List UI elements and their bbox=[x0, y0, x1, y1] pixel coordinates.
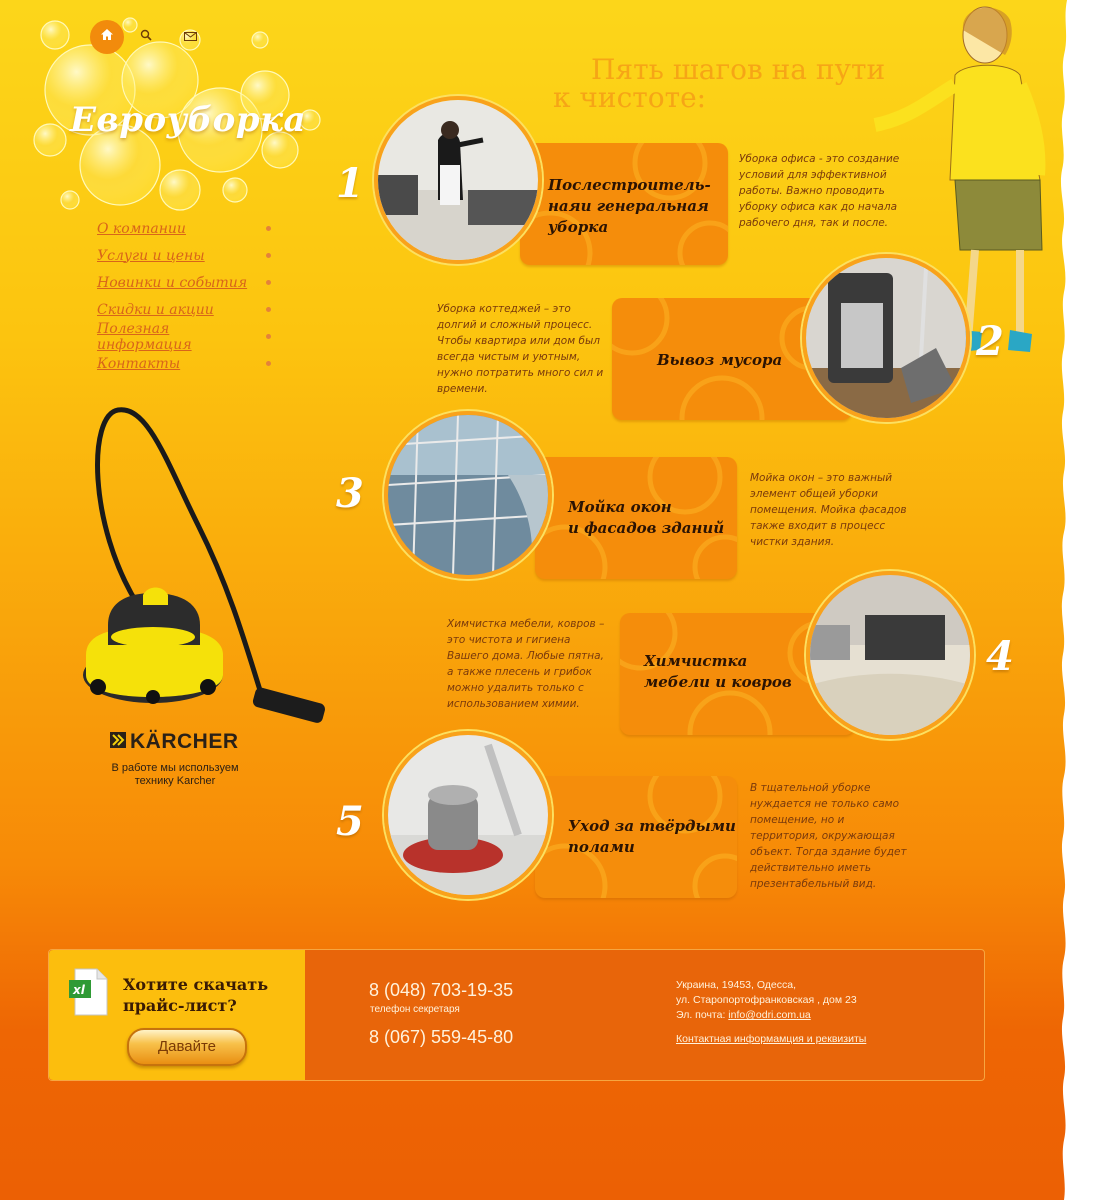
step-description: Уборка офиса - это создание условий для … bbox=[739, 153, 900, 229]
email-line: Эл. почта: info@odri.com.ua bbox=[676, 1009, 811, 1021]
rings-decoration bbox=[535, 776, 737, 898]
karcher-emblem-icon bbox=[110, 730, 126, 754]
step-description: В тщательной уборке нуждается не только … bbox=[750, 782, 907, 890]
nav-link[interactable]: Новинки и события bbox=[97, 274, 248, 291]
page-title: Пять шагов на пути к чистоте: bbox=[553, 53, 886, 114]
step-description: Химчистка мебели, ковров – это чистота и… bbox=[447, 618, 605, 710]
karcher-caption: В работе мы используем технику Karcher bbox=[111, 762, 239, 787]
nav-link[interactable]: Контакты bbox=[97, 355, 181, 372]
vacuum-cleaner-image bbox=[83, 407, 325, 723]
rings-decoration bbox=[520, 143, 728, 265]
address-block: Украина, 19453, Одесса, ул. Старопортофр… bbox=[676, 979, 857, 1021]
nav-link[interactable]: Скидки и акции bbox=[97, 301, 214, 318]
bullet-icon bbox=[266, 280, 271, 285]
nav-link[interactable]: О компании bbox=[97, 220, 186, 237]
home-button[interactable] bbox=[90, 20, 124, 54]
step-number: 2 bbox=[976, 318, 1004, 365]
step-title: Мойка окон и фасадов зданий bbox=[568, 498, 725, 537]
nav-item-about: О компании bbox=[97, 215, 277, 242]
step-title: Послестроитель- наяи генеральная уборка bbox=[548, 176, 711, 236]
step-card-3[interactable]: Мойка окон и фасадов зданий bbox=[535, 457, 737, 579]
bullet-icon bbox=[266, 307, 271, 312]
home-icon bbox=[100, 28, 114, 46]
karcher-logo: KÄRCHER bbox=[110, 730, 239, 754]
step-photo-5 bbox=[384, 731, 552, 899]
nav-item-discounts: Скидки и акции bbox=[97, 296, 277, 323]
rings-decoration bbox=[535, 457, 737, 579]
step-number: 5 bbox=[336, 798, 364, 845]
bullet-icon bbox=[266, 361, 271, 366]
step-photo-2 bbox=[802, 254, 970, 422]
woman-illustration bbox=[873, 6, 1046, 352]
download-price-button[interactable]: Давайте bbox=[127, 1028, 247, 1066]
step-number: 1 bbox=[336, 160, 364, 207]
step-photo-3 bbox=[384, 411, 552, 579]
step-title: Уход за твёрдыми полами bbox=[568, 817, 736, 856]
step-description: Мойка окон – это важный элемент общей уб… bbox=[750, 472, 907, 548]
step-photo-1 bbox=[374, 96, 542, 264]
step-card-1[interactable]: Послестроитель- наяи генеральная уборка bbox=[520, 143, 728, 265]
footer-panel: xl Хотите скачать прайс-лист? Давайте 8 … bbox=[48, 949, 985, 1081]
price-list-box: xl Хотите скачать прайс-лист? Давайте bbox=[49, 950, 305, 1080]
svg-text:xl: xl bbox=[72, 983, 86, 997]
nav-link[interactable]: Услуги и цены bbox=[97, 247, 205, 264]
phone-1-label: телефон секретаря bbox=[370, 1004, 460, 1015]
step-title: Вывоз мусора bbox=[657, 351, 783, 369]
excel-file-icon[interactable]: xl bbox=[69, 968, 109, 1016]
top-icon-bar bbox=[90, 20, 212, 54]
nav-item-news: Новинки и события bbox=[97, 269, 277, 296]
search-icon bbox=[140, 28, 152, 46]
step-card-5[interactable]: Уход за твёрдыми полами bbox=[535, 776, 737, 898]
phone-1: 8 (048) 703-19-35 bbox=[369, 980, 514, 1000]
step-title: Химчистка мебели и ковров bbox=[644, 652, 792, 691]
mail-icon bbox=[183, 28, 197, 46]
nav-item-info: Полезная информация bbox=[97, 320, 277, 353]
nav-item-contacts: Контакты bbox=[97, 350, 277, 377]
main-nav: О компании Услуги и цены Новинки и событ… bbox=[97, 215, 277, 377]
site-logo[interactable]: Евроуборка bbox=[70, 100, 307, 140]
nav-item-services: Услуги и цены bbox=[97, 242, 277, 269]
price-list-title: Хотите скачать прайс-лист? bbox=[123, 975, 269, 1015]
bubbles-decoration bbox=[33, 17, 321, 211]
contact-info-block: Контактная информамция и реквизиты bbox=[676, 1032, 866, 1047]
email-link[interactable]: info@odri.com.ua bbox=[728, 1009, 811, 1021]
search-button[interactable] bbox=[124, 20, 168, 54]
bullet-icon bbox=[266, 253, 271, 258]
torn-paper-edge bbox=[1055, 0, 1100, 1200]
contact-info-link[interactable]: Контактная информамция и реквизиты bbox=[676, 1033, 867, 1045]
phone-2: 8 (067) 559-45-80 bbox=[369, 1027, 514, 1047]
nav-link[interactable]: Полезная информация bbox=[97, 320, 192, 353]
step-photo-4 bbox=[806, 571, 974, 739]
step-description: Уборка коттеджей – это долгий и сложный … bbox=[437, 303, 604, 395]
bullet-icon bbox=[266, 226, 271, 231]
step-number: 4 bbox=[986, 633, 1014, 680]
mail-button[interactable] bbox=[168, 20, 212, 54]
step-number: 3 bbox=[336, 470, 364, 517]
bullet-icon bbox=[266, 334, 271, 339]
